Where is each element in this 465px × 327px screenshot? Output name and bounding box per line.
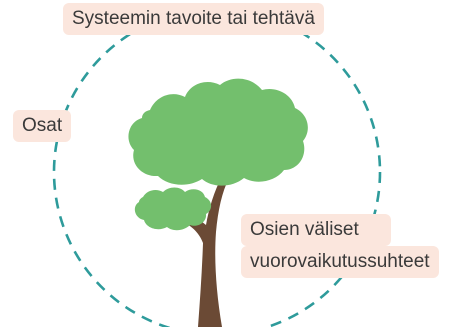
tree-trunk bbox=[178, 176, 229, 327]
tree-crown bbox=[128, 78, 308, 186]
tree-icon bbox=[128, 78, 308, 327]
parts-label: Osat bbox=[13, 110, 72, 142]
tree-small-crown bbox=[134, 187, 212, 231]
interactions-label: Osien väliset vuorovaikutussuhteet bbox=[241, 214, 439, 278]
interactions-label-line-1: Osien väliset bbox=[241, 214, 391, 246]
interactions-label-line-2: vuorovaikutussuhteet bbox=[241, 246, 439, 278]
goal-label: Systeemin tavoite tai tehtävä bbox=[63, 3, 324, 35]
